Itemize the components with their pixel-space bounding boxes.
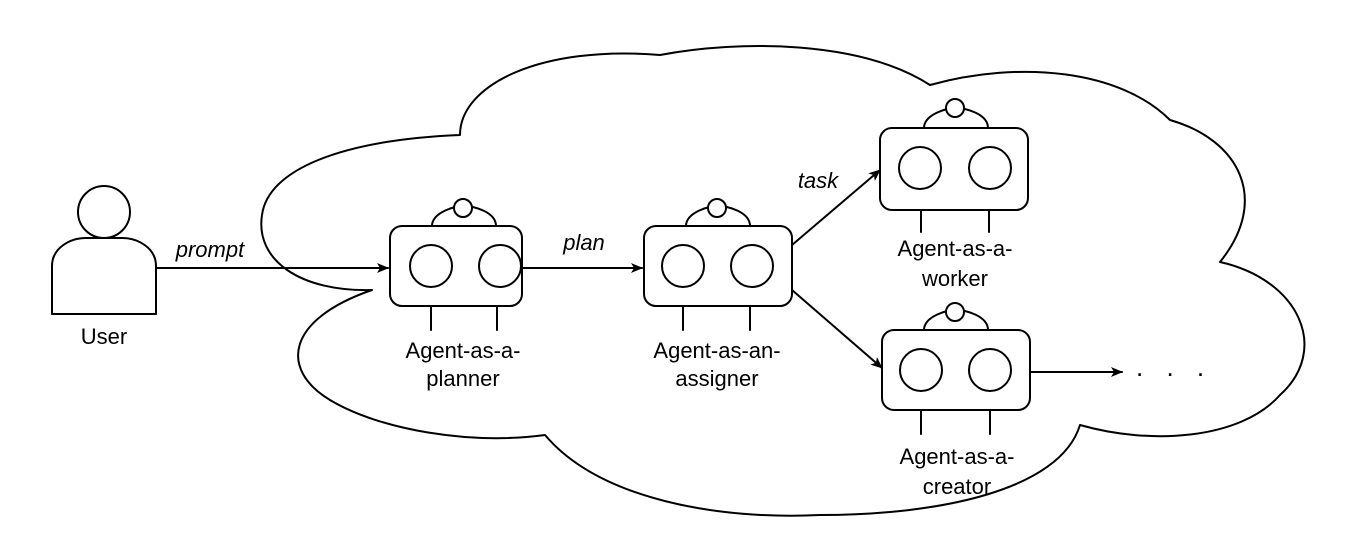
creator-label-line2: creator <box>923 474 991 499</box>
user-label: User <box>81 324 127 349</box>
creator-label-line1: Agent-as-a- <box>900 444 1015 469</box>
worker-label-line1: Agent-as-a- <box>898 236 1013 261</box>
planner-robot-icon <box>389 198 523 331</box>
edge-task <box>791 169 881 246</box>
cloud-shape <box>260 45 1306 517</box>
assigner-label-line1: Agent-as-an- <box>653 338 780 363</box>
edge-label-task: task <box>798 168 839 193</box>
edge-label-prompt: prompt <box>175 237 245 262</box>
assigner-robot-icon <box>643 198 793 331</box>
assigner-label-line2: assigner <box>675 366 758 391</box>
user-icon <box>51 185 157 315</box>
continuation-dots: . . . <box>1136 352 1212 382</box>
edge-assign-creator <box>791 289 883 369</box>
planner-label-line1: Agent-as-a- <box>406 338 521 363</box>
worker-robot-icon <box>879 98 1029 233</box>
worker-label-line2: worker <box>921 266 988 291</box>
edge-label-plan: plan <box>562 230 605 255</box>
creator-robot-icon <box>881 302 1031 435</box>
planner-label-line2: planner <box>426 366 499 391</box>
